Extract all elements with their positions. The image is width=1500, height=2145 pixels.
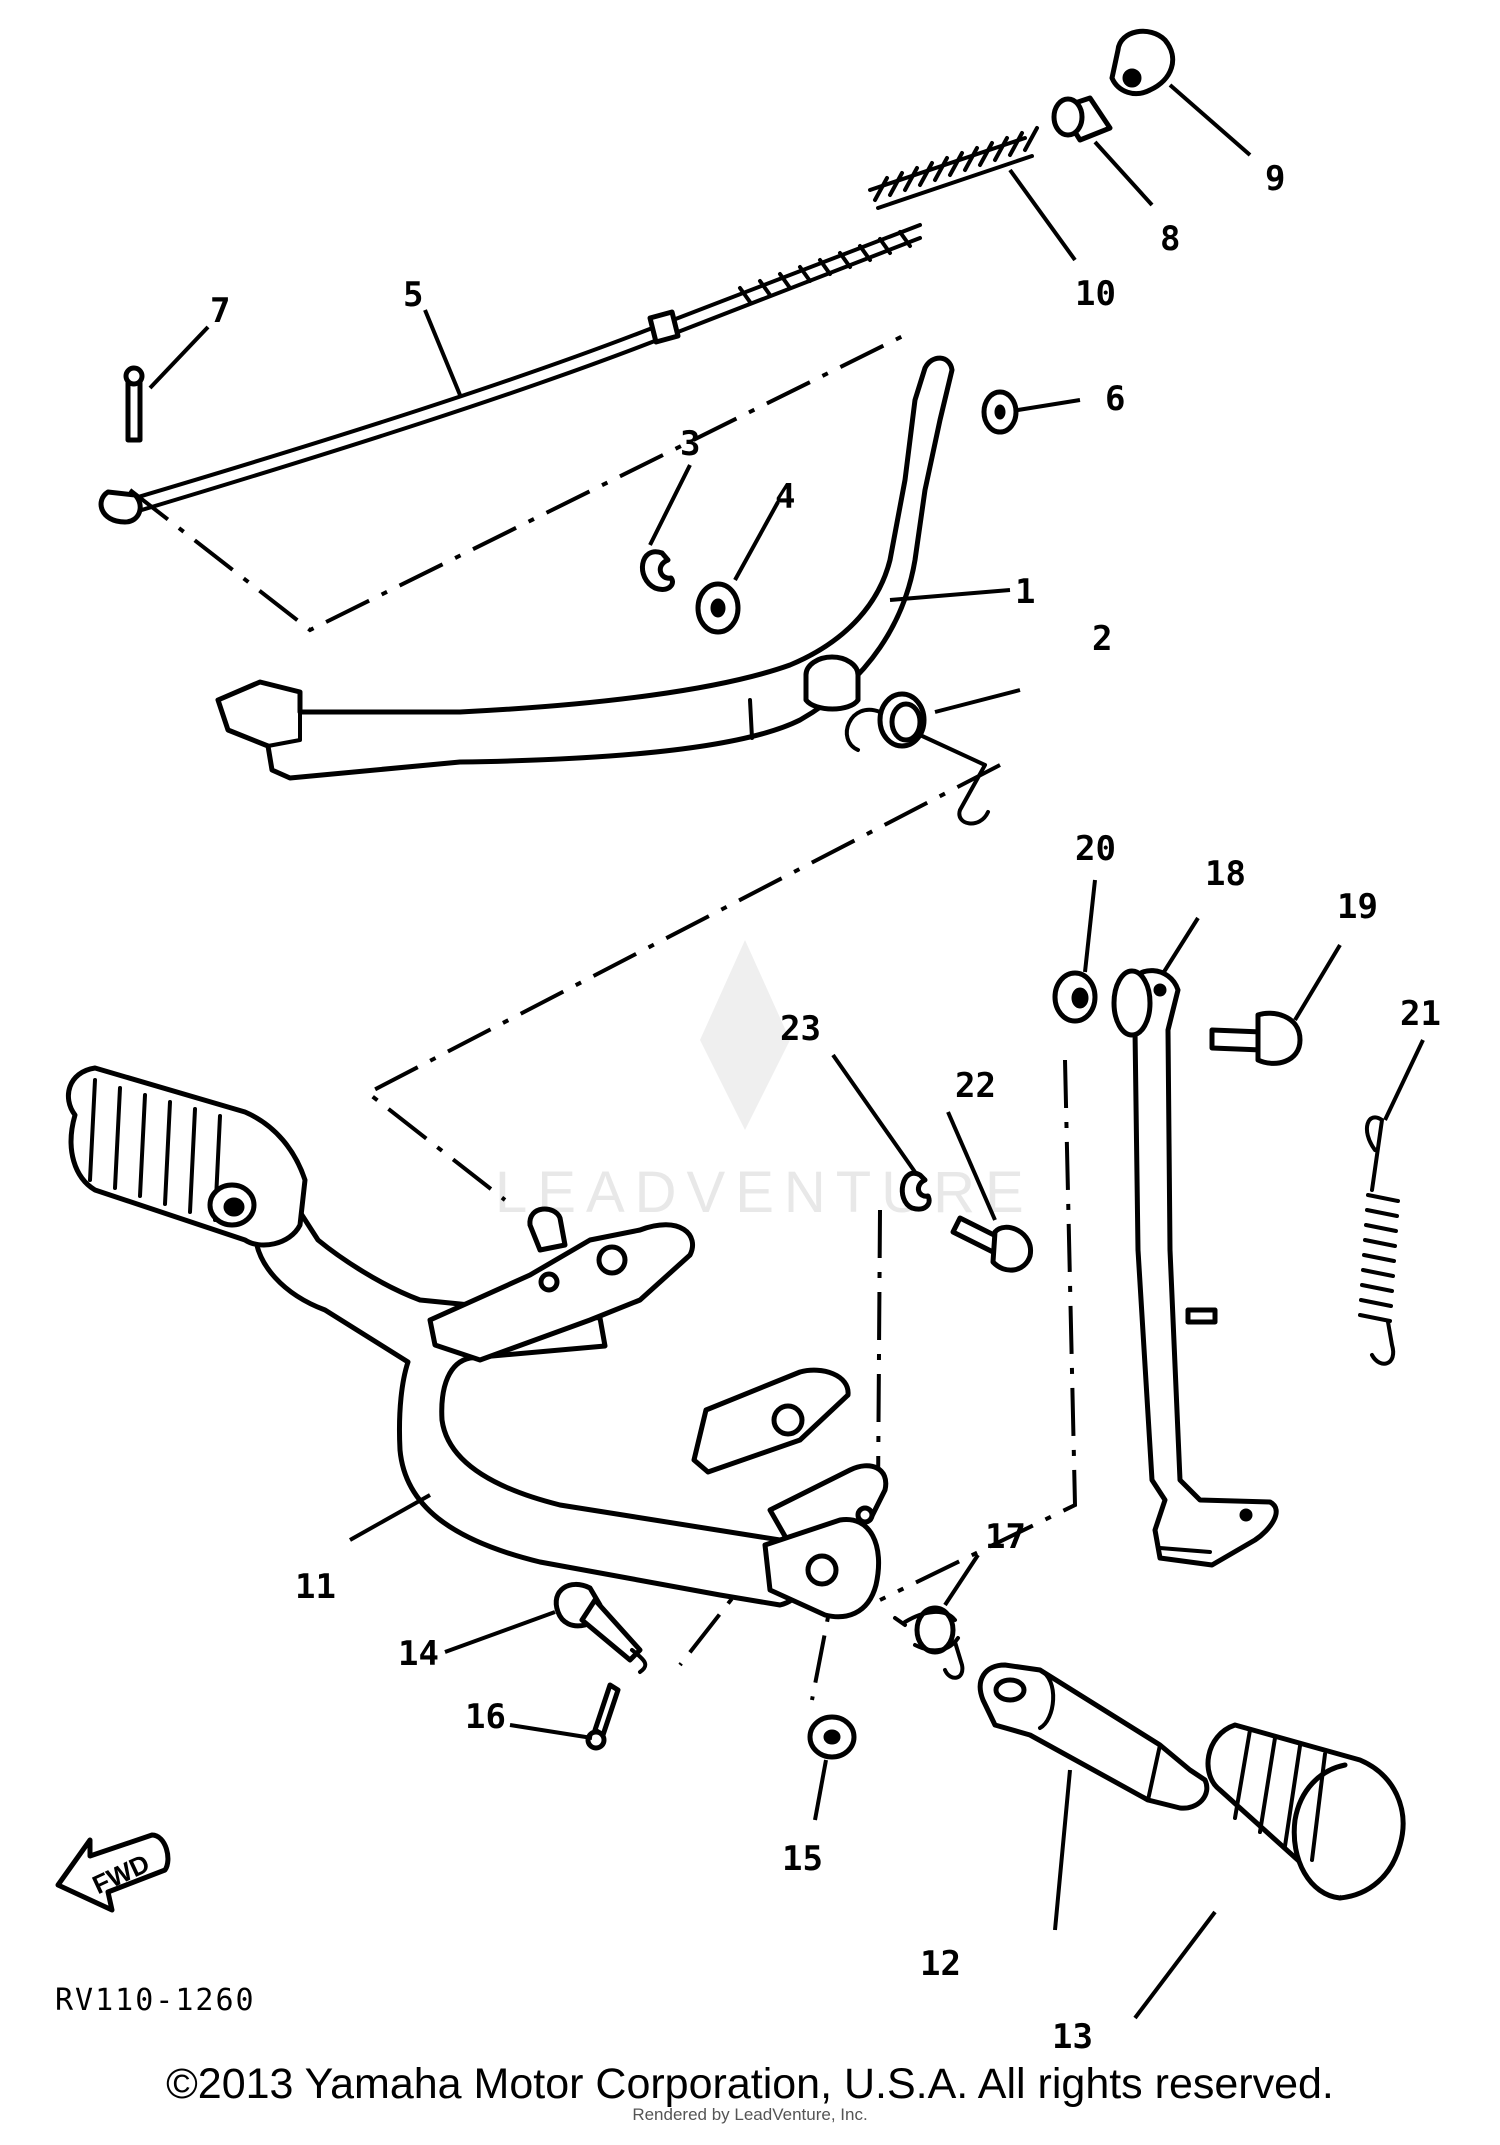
callout-17: 17 (985, 1517, 1026, 1557)
part-2-torsion-spring (844, 691, 990, 826)
part-14-pin (553, 1581, 648, 1674)
callout-11: 11 (295, 1567, 336, 1607)
callout-5: 5 (403, 275, 423, 315)
part-12-footrest-shaft (977, 1662, 1210, 1811)
part-22-bolt (950, 1215, 1033, 1273)
part-5-brake-rod (98, 223, 922, 525)
watermark-text: LEADVENTURE (495, 1160, 1034, 1225)
part-11-footrest-bar (65, 1065, 889, 1620)
callout-6: 6 (1105, 379, 1125, 419)
callout-14: 14 (398, 1634, 439, 1674)
part-23-clip (899, 1170, 932, 1212)
part-19-bolt (1209, 1010, 1303, 1066)
part-7-cotter-pin (123, 365, 145, 443)
callout-8: 8 (1160, 219, 1180, 259)
part-16-cotter-pin (585, 1682, 621, 1751)
callout-15: 15 (782, 1839, 823, 1879)
part-6-washer (981, 389, 1019, 435)
part-13-footrest-rubber (1205, 1722, 1406, 1901)
part-1-brake-pedal (215, 355, 955, 781)
part-8-collar (1051, 95, 1113, 143)
part-10-spring (868, 126, 1039, 210)
part-20-bush (1052, 970, 1098, 1024)
copyright-notice: ©2013 Yamaha Motor Corporation, U.S.A. A… (166, 2060, 1334, 2108)
callout-20: 20 (1075, 829, 1116, 869)
callout-16: 16 (465, 1697, 506, 1737)
callout-3: 3 (680, 424, 700, 464)
callout-12: 12 (920, 1944, 961, 1984)
part-9-wing-nut (1109, 28, 1176, 96)
callout-13: 13 (1052, 2017, 1093, 2057)
part-17-spring (893, 1605, 965, 1680)
callout-7: 7 (210, 291, 230, 331)
callout-18: 18 (1205, 854, 1246, 894)
assembly-lines (128, 333, 1078, 1701)
callout-1: 1 (1015, 572, 1035, 612)
callout-10: 10 (1075, 274, 1116, 314)
part-21-spring (1358, 1115, 1400, 1366)
callout-22: 22 (955, 1066, 996, 1106)
part-15-washer (807, 1714, 857, 1760)
callout-4: 4 (775, 477, 795, 517)
callout-21: 21 (1400, 994, 1441, 1034)
callout-9: 9 (1265, 159, 1285, 199)
callout-19: 19 (1337, 887, 1378, 927)
callout-numbers: 1 2 3 4 5 6 7 8 9 10 11 12 13 14 15 16 1… (210, 159, 1441, 2057)
part-4-washer (695, 581, 741, 635)
part-18-side-stand (1111, 968, 1279, 1568)
watermark: LEADVENTURE (495, 940, 1034, 1225)
callout-23: 23 (780, 1009, 821, 1049)
leader-lines (148, 83, 1425, 2020)
diagram-code: RV110-1260 (55, 1983, 256, 2018)
fwd-arrow: FWD (55, 1832, 171, 1913)
part-3-clip (639, 549, 675, 592)
callout-2: 2 (1092, 619, 1112, 659)
rendered-by-note: Rendered by LeadVenture, Inc. (632, 2105, 868, 2124)
